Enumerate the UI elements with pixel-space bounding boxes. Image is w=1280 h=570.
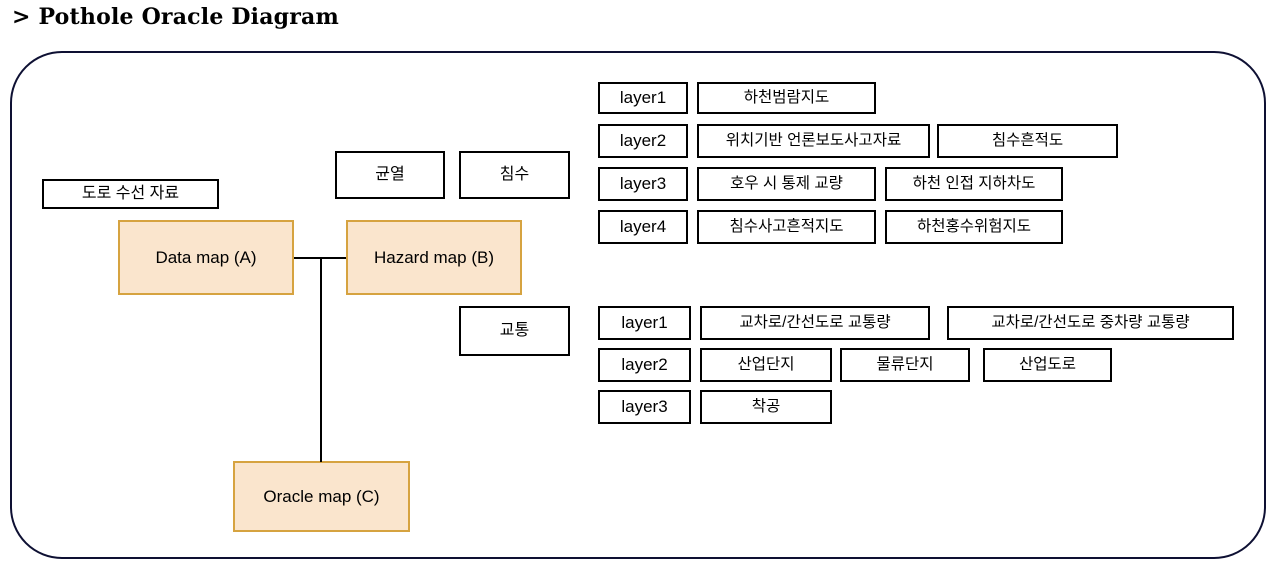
flood-layer2-label[interactable]: layer2 — [598, 124, 688, 158]
flood-layer2-value-1[interactable]: 위치기반 언론보도사고자료 — [697, 124, 930, 158]
node-category-flood[interactable]: 침수 — [459, 151, 570, 199]
flood-layer4-value-2[interactable]: 하천홍수위험지도 — [885, 210, 1063, 244]
traffic-layer2-label[interactable]: layer2 — [598, 348, 691, 382]
node-category-crack[interactable]: 균열 — [335, 151, 445, 199]
flood-layer1-label[interactable]: layer1 — [598, 82, 688, 114]
traffic-layer2-value-1[interactable]: 산업단지 — [700, 348, 832, 382]
traffic-layer1-value-2[interactable]: 교차로/간선도로 중차량 교통량 — [947, 306, 1234, 340]
flood-layer4-label[interactable]: layer4 — [598, 210, 688, 244]
traffic-layer1-label[interactable]: layer1 — [598, 306, 691, 340]
traffic-layer3-value-1[interactable]: 착공 — [700, 390, 832, 424]
node-oracle-map[interactable]: Oracle map (C) — [233, 461, 410, 532]
flood-layer3-label[interactable]: layer3 — [598, 167, 688, 201]
flood-layer2-value-2[interactable]: 침수흔적도 — [937, 124, 1118, 158]
flood-layer1-value-1[interactable]: 하천범람지도 — [697, 82, 876, 114]
traffic-layer1-value-1[interactable]: 교차로/간선도로 교통량 — [700, 306, 930, 340]
traffic-layer2-value-3[interactable]: 산업도로 — [983, 348, 1112, 382]
flood-layer4-value-1[interactable]: 침수사고흔적지도 — [697, 210, 876, 244]
page-title: > Pothole Oracle Diagram — [12, 4, 339, 30]
traffic-layer3-label[interactable]: layer3 — [598, 390, 691, 424]
flood-layer3-value-2[interactable]: 하천 인접 지하차도 — [885, 167, 1063, 201]
node-road-repair-data[interactable]: 도로 수선 자료 — [42, 179, 219, 209]
node-data-map[interactable]: Data map (A) — [118, 220, 294, 295]
connector-trunk-to-oracle — [320, 257, 322, 462]
node-category-traffic[interactable]: 교통 — [459, 306, 570, 356]
traffic-layer2-value-2[interactable]: 물류단지 — [840, 348, 970, 382]
flood-layer3-value-1[interactable]: 호우 시 통제 교량 — [697, 167, 876, 201]
node-hazard-map[interactable]: Hazard map (B) — [346, 220, 522, 295]
